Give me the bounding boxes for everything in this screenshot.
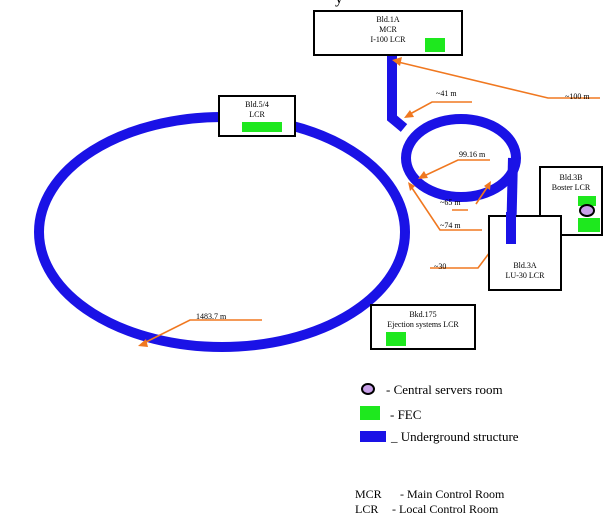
distance-arrows (143, 61, 600, 344)
arrowhead-9916m (418, 171, 428, 179)
arrowhead-14837m (138, 339, 148, 347)
legend-servers-label: - Central servers room (386, 382, 503, 397)
building-175-name: Bkd.175 (409, 310, 437, 319)
building-1a-name: Bld.1A (376, 15, 400, 24)
building-5-4: Bld.5/4 LCR (218, 95, 296, 137)
distance-label-65m: ~65 m (440, 198, 461, 207)
building-3b-role: Boster LCR (551, 183, 591, 192)
building-3a-linac: Bld.3A LU-30 LCR (488, 215, 562, 291)
transfer-line-mcr (387, 52, 408, 132)
distance-label-14837m: 1483.7 m (196, 312, 227, 321)
distance-label-30: ~30 (434, 262, 447, 271)
building-3b-name: Bld.3B (559, 173, 583, 182)
arrowhead-41m (404, 110, 414, 118)
abbr-lcr-value: - Local Control Room (392, 502, 499, 516)
arrowhead-74m (408, 182, 415, 191)
arrowhead-100m (392, 57, 402, 66)
title-fragment: y (335, 0, 343, 7)
fec-icon (386, 332, 406, 346)
distance-label-9916m: 99.16 m (459, 150, 486, 159)
arrow-14837m (143, 319, 262, 344)
arrow-heads (138, 57, 506, 347)
legend-underground-label: _ Underground structure (391, 429, 519, 444)
underground-legend-icon (360, 431, 386, 442)
building-3a-name: Bld.3A (513, 261, 537, 270)
building-175-ejection: Bkd.175 Ejection systems LCR (370, 304, 476, 350)
fec-icon (425, 38, 445, 52)
building-5-4-name: Bld.5/4 (245, 100, 269, 109)
building-1a-mcr: Bld.1A MCR I-100 LCR (313, 10, 463, 56)
abbr-mcr-value: - Main Control Room (400, 487, 505, 501)
fec-icon (578, 196, 596, 206)
fec-icon (242, 122, 282, 132)
arrow-65m (452, 185, 489, 211)
arrow-74m (411, 187, 482, 231)
fec-legend-icon (360, 406, 380, 420)
building-1a-lcr: I-100 LCR (370, 35, 406, 44)
server-room-legend-icon (361, 383, 375, 395)
distance-label-74m: ~74 m (440, 221, 461, 230)
fec-icon (578, 218, 600, 232)
distance-label-100m: ~100 m (565, 92, 590, 101)
building-1a-role: MCR (379, 25, 397, 34)
arrow-41m (409, 101, 472, 115)
building-5-4-role: LCR (249, 110, 265, 119)
abbr-lcr-key: LCR (355, 502, 379, 516)
abbr-mcr-key: MCR (355, 487, 382, 501)
building-175-role: Ejection systems LCR (387, 320, 459, 329)
distance-label-41m: ~41 m (436, 89, 457, 98)
building-3a-role: LU-30 LCR (505, 271, 545, 280)
central-server-icon (579, 204, 595, 217)
booster-ring-structure (401, 114, 521, 202)
arrowhead-65m (484, 181, 491, 190)
legend-fec-label: - FEC (390, 407, 422, 422)
arrow-9916m (423, 159, 490, 177)
arrow-100m (397, 61, 600, 99)
